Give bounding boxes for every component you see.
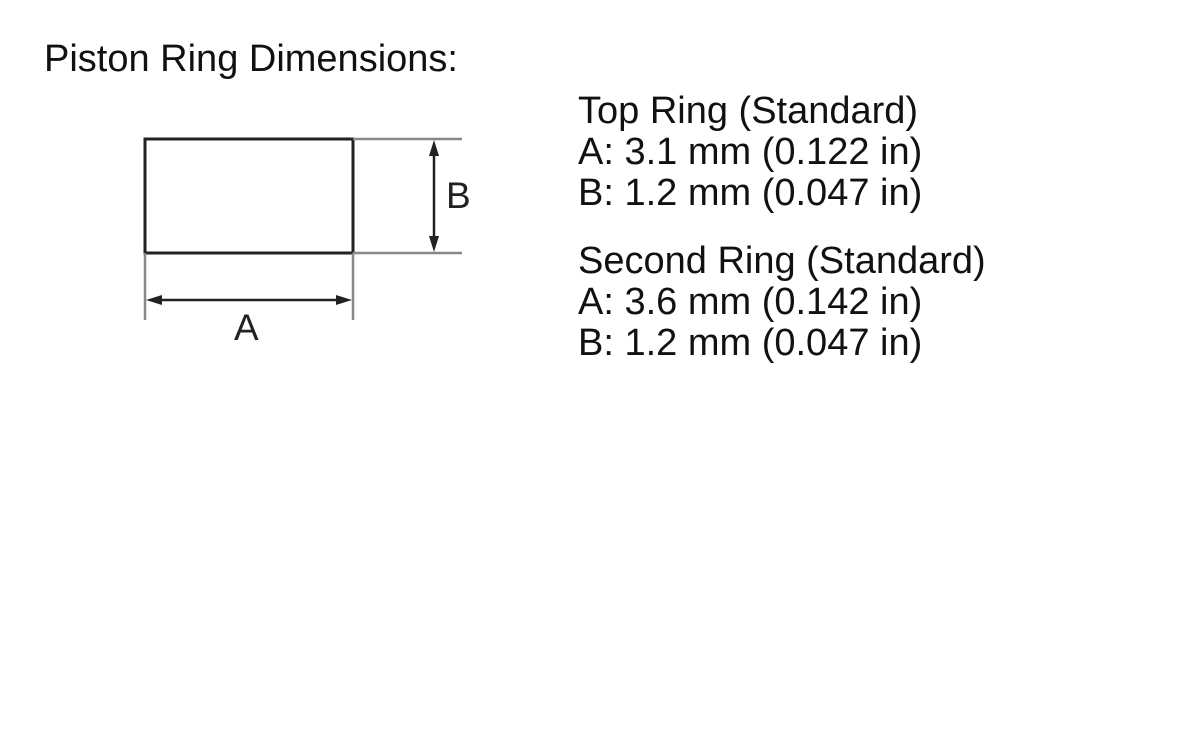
spec-heading: Top Ring (Standard) [578, 90, 919, 132]
dimension-b-arrow [429, 140, 439, 252]
spec-b-value: B: 1.2 mm (0.047 in) [578, 172, 923, 214]
spec-heading: Second Ring (Standard) [578, 240, 986, 282]
ring-cross-section-diagram: B A [143, 137, 471, 348]
ring-specifications: Top Ring (Standard) A: 3.1 mm (0.122 in)… [578, 91, 986, 364]
ring-cross-section [143, 137, 355, 255]
spec-a-value: A: 3.1 mm (0.122 in) [578, 131, 923, 173]
spec-b-value: B: 1.2 mm (0.047 in) [578, 322, 923, 364]
page-title: Piston Ring Dimensions: [44, 38, 458, 80]
dimension-a-label: A [234, 307, 259, 348]
dimension-a-arrow [146, 295, 352, 305]
top-ring-spec: Top Ring (Standard) A: 3.1 mm (0.122 in)… [578, 91, 986, 214]
spec-a-value: A: 3.6 mm (0.142 in) [578, 281, 923, 323]
second-ring-spec: Second Ring (Standard) A: 3.6 mm (0.142 … [578, 241, 986, 364]
dimension-b-label: B [446, 175, 471, 216]
